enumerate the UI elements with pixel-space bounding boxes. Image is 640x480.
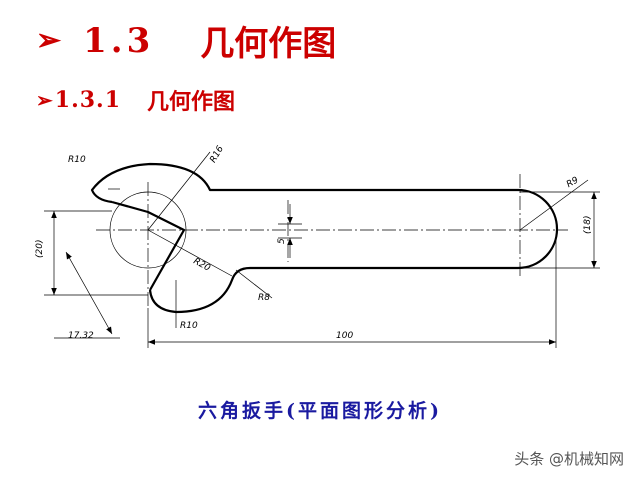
section-heading: ➢ 1.3 几何作图: [36, 16, 336, 65]
hex-opening-edges: [111, 200, 186, 291]
r9-leader: [519, 179, 589, 231]
section-number: 1.3: [83, 20, 155, 61]
label-r10-top: R10: [68, 155, 86, 165]
section-title: 几何作图: [200, 24, 337, 64]
r8-leader: [235, 269, 273, 299]
label-18: (18): [583, 216, 593, 234]
wrench-outline: [90, 162, 559, 314]
dimension-lines: [51, 192, 597, 345]
label-r8: R8: [258, 293, 270, 303]
label-r16: R16: [208, 144, 226, 165]
subsection-title: 几何作图: [147, 89, 236, 115]
hex-wrench-drawing: R10 R16 R9 (20) 5 R20 (18) R8 R10 17.32 …: [35, 144, 600, 348]
label-20: (20): [35, 240, 45, 258]
label-5: 5: [277, 238, 287, 244]
label-r10-bottom: R10: [180, 321, 198, 331]
wrench-body-outline: [90, 162, 559, 314]
label-r9: R9: [565, 175, 581, 190]
hexagon-circumcircle: [109, 191, 187, 269]
watermark: 头条 @机械知网: [514, 450, 624, 468]
r20-leader: [147, 229, 233, 277]
arrow-bullet-icon: ➢: [36, 23, 62, 58]
figure-caption: 六角扳手(平面图形分析): [198, 400, 442, 422]
label-100: 100: [336, 331, 353, 341]
subsection-heading: ➢ 1.3.1 几何作图: [36, 84, 235, 116]
label-r20: R20: [191, 257, 212, 274]
construction-lines: [108, 151, 589, 328]
label-17-32: 17.32: [68, 331, 94, 341]
arrow-bullet-icon: ➢: [36, 88, 53, 112]
subsection-number: 1.3.1: [54, 87, 122, 113]
dim-17-32-line: [65, 251, 113, 335]
